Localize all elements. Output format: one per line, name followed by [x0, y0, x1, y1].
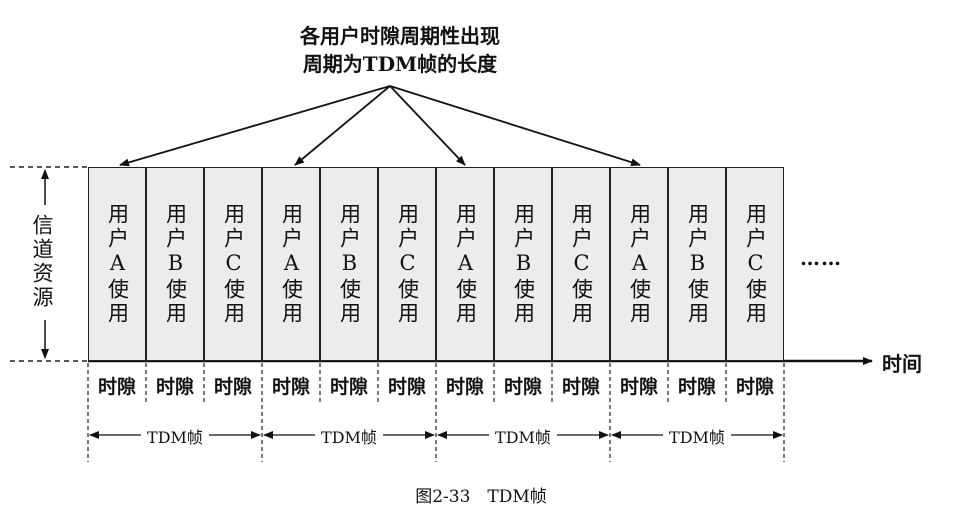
- slot-label: 时隙: [561, 376, 600, 398]
- slot-label: 时隙: [503, 376, 542, 398]
- slot-label: 时隙: [271, 376, 310, 398]
- time-slot: 用户A使用: [262, 167, 320, 361]
- time-slot: 用户A使用: [610, 167, 668, 361]
- tdm-frame-text: TDM帧: [663, 428, 731, 447]
- slot-dividers: [87, 363, 785, 462]
- pointer-arrows: [119, 85, 641, 167]
- slot-user-label: 用户B使用: [685, 202, 710, 326]
- slot-user-label: 用户A使用: [453, 202, 478, 326]
- slot-user-label: 用户C使用: [743, 202, 768, 326]
- slot-label: 时隙: [387, 376, 426, 398]
- channel-resource-label: 信道资源: [30, 210, 54, 314]
- slot-label: 时隙: [329, 376, 368, 398]
- slot-label: 时隙: [445, 376, 484, 398]
- figure-caption: 图2-33 TDM帧: [415, 487, 547, 507]
- pointer-arrow: [389, 85, 466, 166]
- slot-user-label: 用户A使用: [627, 202, 652, 326]
- pointer-arrow: [389, 85, 641, 167]
- slot-user-label: 用户C使用: [221, 202, 246, 326]
- time-slot: 用户C使用: [204, 167, 262, 361]
- tdm-frame-text: TDM帧: [141, 428, 209, 447]
- slot-user-label: 用户B使用: [511, 202, 536, 326]
- time-slot: 用户B使用: [668, 167, 726, 361]
- time-slot: 用户C使用: [378, 167, 436, 361]
- slot-label: 时隙: [735, 376, 774, 398]
- slot-user-label: 用户C使用: [569, 202, 594, 326]
- time-slot: 用户B使用: [494, 167, 552, 361]
- annotation-line-1: 各用户时隙周期性出现: [300, 24, 500, 48]
- slot-user-label: 用户B使用: [337, 202, 362, 326]
- time-slot: 用户C使用: [552, 167, 610, 361]
- slot-label: 时隙: [213, 376, 252, 398]
- slot-user-label: 用户C使用: [395, 202, 420, 326]
- time-axis-label: 时间: [882, 352, 922, 376]
- continuation-dots: ……: [800, 246, 842, 270]
- tdm-frame-label: TDM帧: [436, 424, 610, 448]
- slot-user-label: 用户A使用: [105, 202, 130, 326]
- tdm-frame-text: TDM帧: [489, 428, 557, 447]
- annotation-line-2: 周期为TDM帧的长度: [302, 52, 498, 76]
- time-slot: 用户B使用: [320, 167, 378, 361]
- slot-label: 时隙: [97, 376, 136, 398]
- time-slot: 用户A使用: [436, 167, 494, 361]
- time-slot: 用户C使用: [726, 167, 784, 361]
- time-slot: 用户B使用: [146, 167, 204, 361]
- pointer-arrow: [294, 85, 391, 166]
- tdm-frame-label: TDM帧: [88, 424, 262, 448]
- slot-label: 时隙: [677, 376, 716, 398]
- slot-user-label: 用户A使用: [279, 202, 304, 326]
- slot-label: 时隙: [619, 376, 658, 398]
- tdm-frame-label: TDM帧: [262, 424, 436, 448]
- slot-user-label: 用户B使用: [163, 202, 188, 326]
- tdm-frame-label: TDM帧: [610, 424, 784, 448]
- tdm-frame-text: TDM帧: [315, 428, 383, 447]
- slot-label: 时隙: [155, 376, 194, 398]
- time-slot: 用户A使用: [88, 167, 146, 361]
- pointer-arrow: [119, 85, 391, 167]
